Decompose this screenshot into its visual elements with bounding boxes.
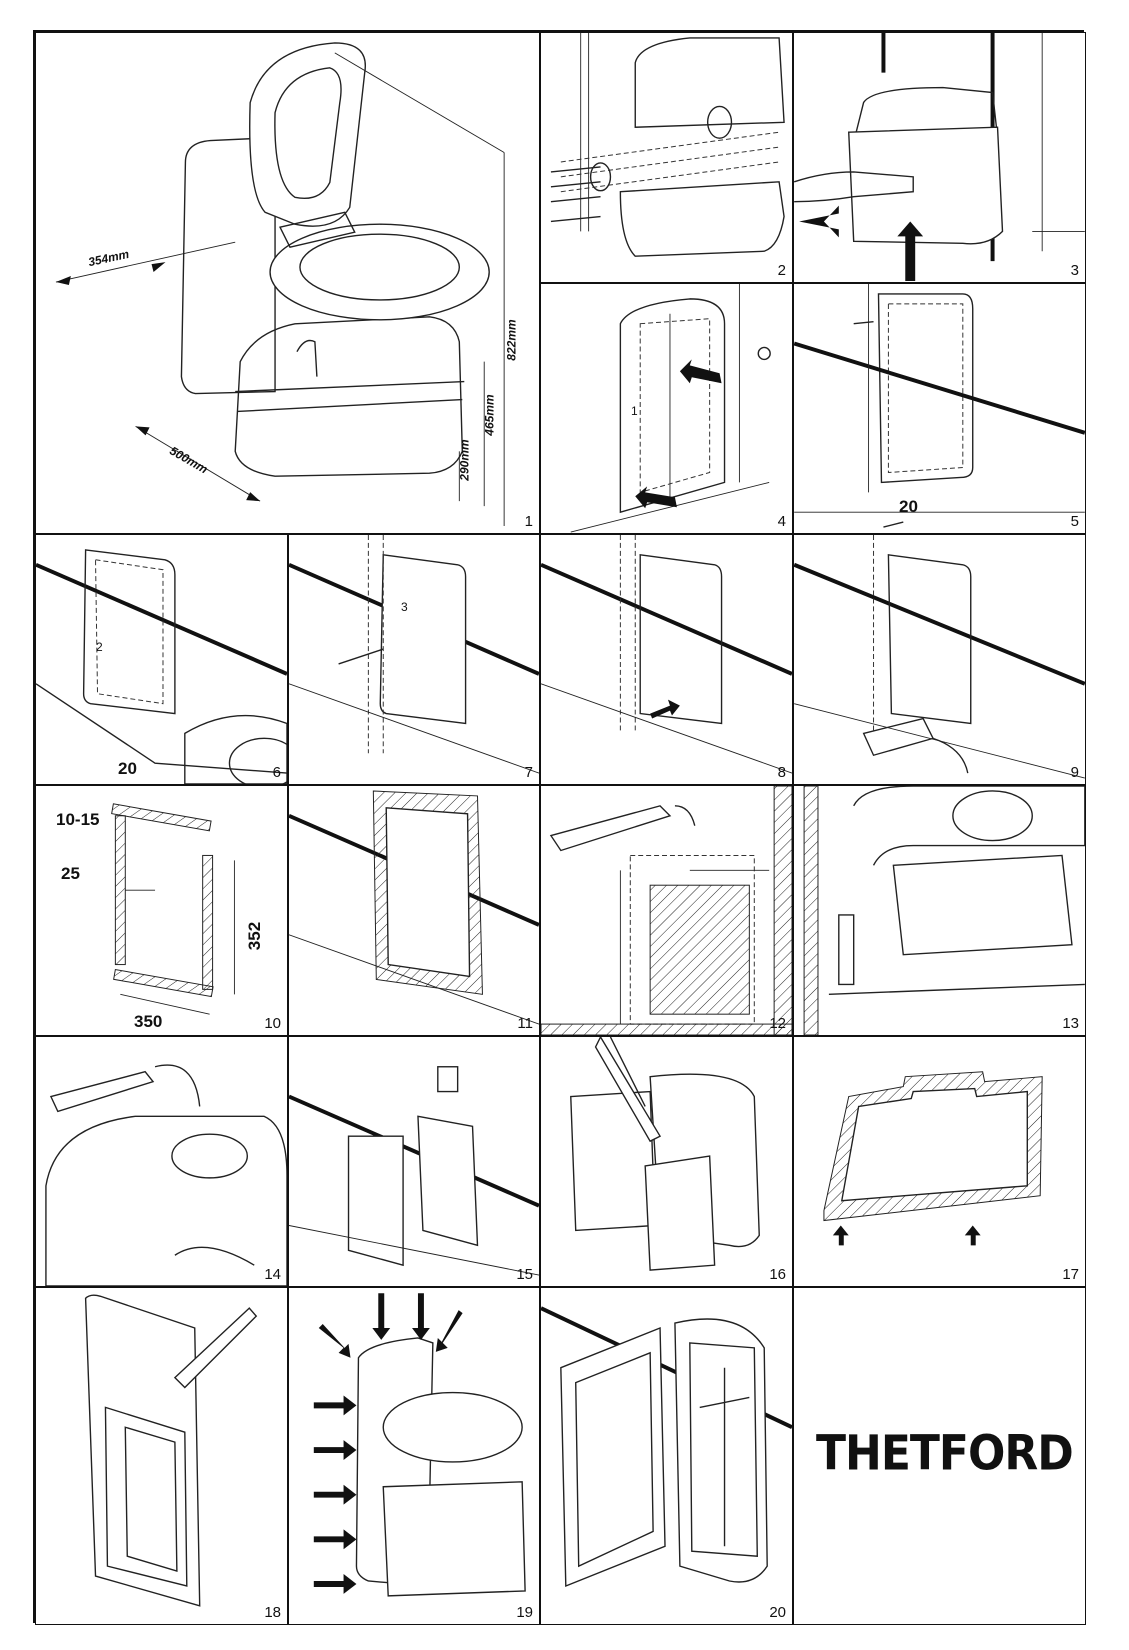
- panel-10: 10-15 25 352 350 10: [35, 785, 288, 1036]
- door-open-final-illustration: [541, 1306, 792, 1587]
- panel-number: 11: [517, 1015, 533, 1032]
- template-near-wheel-illustration: [36, 549, 287, 784]
- frame-sealing-illustration: [84, 1294, 258, 1607]
- template-part-label: 2: [96, 640, 103, 654]
- bracket-mounting-illustration: [541, 786, 792, 1035]
- panel-6: 2 20 6: [35, 534, 288, 785]
- dimension-height-total-label: 822mm: [504, 319, 519, 361]
- panel-8: 8: [540, 534, 793, 785]
- panel-number: 9: [1070, 764, 1079, 781]
- door-template-placement-illustration: [570, 284, 771, 533]
- panel-number: 3: [1070, 262, 1079, 279]
- panel-13: 13: [793, 785, 1086, 1036]
- panel-5: 20 5: [793, 283, 1086, 534]
- panel-1-toilet-dimensions: 354mm 500mm 822mm 465mm 290mm 1: [35, 32, 540, 534]
- template-part-label: 3: [401, 600, 408, 614]
- distance-label: 20: [899, 497, 918, 516]
- panel-number: 1: [524, 513, 533, 530]
- panel-9: 9: [793, 534, 1086, 785]
- panel-18: 18: [35, 1287, 288, 1625]
- panel-number: 20: [769, 1604, 786, 1621]
- sealing-strips-illustration: [111, 803, 235, 1015]
- sealed-opening-illustration: [289, 790, 539, 1025]
- sealant-application-illustration: [570, 1037, 760, 1271]
- panel-7: 3 7: [288, 534, 540, 785]
- dimension-height-seat-label: 465mm: [482, 394, 497, 436]
- template-drilling-illustration: [289, 535, 539, 774]
- panel-20: 20: [540, 1287, 793, 1625]
- template-part-label: 1: [631, 404, 638, 418]
- panel-number: 8: [777, 764, 786, 781]
- panel-number: 18: [264, 1604, 281, 1621]
- cassette-removal-illustration: [794, 33, 1085, 282]
- pipes-through-wall-illustration: [550, 33, 785, 257]
- panel-4: 1 4: [540, 283, 793, 534]
- panel-number: 12: [769, 1015, 786, 1032]
- door-frame-fitting-illustration: [289, 1066, 539, 1276]
- panel-11: 11: [288, 785, 540, 1036]
- panel-number: 13: [1062, 1015, 1079, 1032]
- jigsaw-cutting-illustration: [794, 535, 1085, 779]
- panel-brand: THETFORD: [793, 1287, 1086, 1625]
- hose-connection-illustration: [803, 786, 1085, 1035]
- toilet-dimension-illustration: [55, 42, 505, 527]
- strip-width-label: 25: [61, 864, 80, 883]
- panel-number: 7: [524, 764, 533, 781]
- panel-15: 15: [288, 1036, 540, 1287]
- panel-number: 14: [264, 1266, 281, 1283]
- panel-2: 2: [540, 32, 793, 283]
- frame-sealant-illustration: [823, 1071, 1043, 1246]
- strip-height-label: 352: [245, 921, 265, 951]
- dimension-height-base-label: 290mm: [457, 439, 472, 481]
- cutting-outline-illustration: [541, 535, 792, 774]
- toilet-final-position-illustration: [313, 1293, 526, 1597]
- panel-number: 16: [769, 1266, 786, 1283]
- bracket-on-cassette-illustration: [45, 1064, 287, 1286]
- panel-number: 4: [777, 513, 786, 530]
- panel-12: 12: [540, 785, 793, 1036]
- panel-number: 15: [516, 1266, 533, 1283]
- distance-label: 20: [118, 759, 137, 778]
- strip-offset-label: 10-15: [56, 810, 100, 829]
- panel-14: 14: [35, 1036, 288, 1287]
- strip-length-label: 350: [134, 1012, 163, 1031]
- thetford-logo: THETFORD: [816, 1425, 1074, 1482]
- panel-number: 5: [1070, 513, 1079, 530]
- panel-number: 19: [516, 1604, 533, 1621]
- panel-number: 17: [1062, 1266, 1079, 1283]
- panel-16: 16: [540, 1036, 793, 1287]
- panel-number: 2: [777, 262, 786, 279]
- panel-17: 17: [793, 1036, 1086, 1287]
- panel-number: 6: [272, 764, 281, 781]
- instruction-sheet: 354mm 500mm 822mm 465mm 290mm 1 2: [33, 30, 1086, 1625]
- panel-19: 19: [288, 1287, 540, 1625]
- template-screwed-illustration: [794, 284, 1085, 528]
- panel-number: 10: [264, 1015, 281, 1032]
- panel-3: 3: [793, 32, 1086, 283]
